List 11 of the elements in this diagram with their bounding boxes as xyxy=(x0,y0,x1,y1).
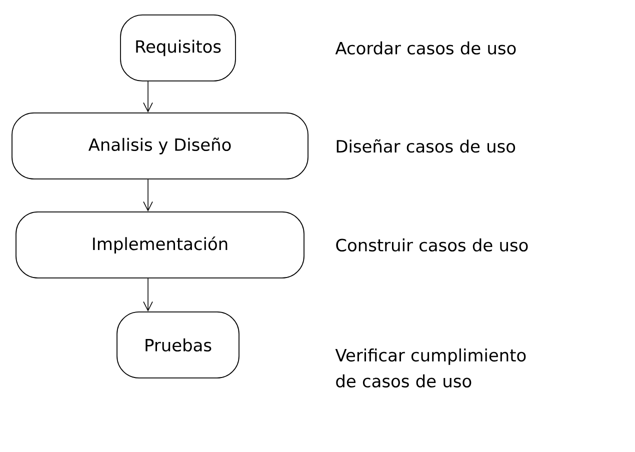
process-box: Implementación xyxy=(16,212,304,278)
process-box: Requisitos xyxy=(120,14,236,82)
arrow xyxy=(143,278,153,312)
process-box: Analisis y Diseño xyxy=(12,112,308,180)
process-box: Pruebas xyxy=(116,312,240,378)
step-description: Construir casos de uso xyxy=(336,238,528,252)
step-description: Diseñar casos de uso xyxy=(336,139,516,153)
step-description: Acordar casos de uso xyxy=(335,41,516,55)
arrow xyxy=(143,81,153,113)
step-description: Verificar cumplimiento de casos de uso xyxy=(335,348,526,388)
arrow xyxy=(143,179,153,212)
